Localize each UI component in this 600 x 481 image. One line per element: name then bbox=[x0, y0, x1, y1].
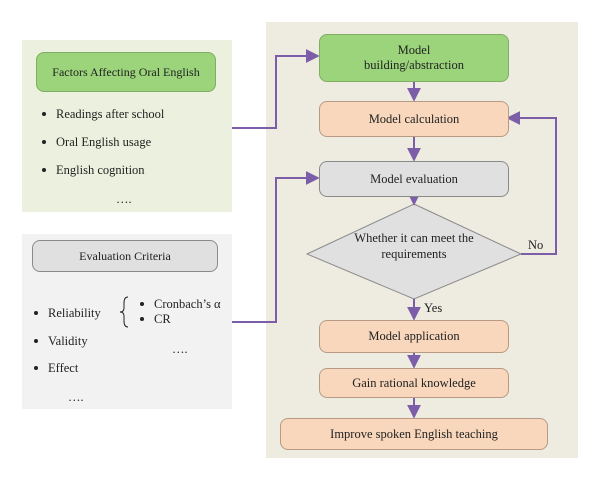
no-label: No bbox=[528, 238, 544, 252]
list-item: Oral English usage bbox=[42, 135, 151, 150]
list-item: Effect bbox=[34, 361, 78, 376]
arrow-criteria-to-evaluation bbox=[232, 171, 320, 323]
model-building-box: Model building/abstraction bbox=[319, 34, 509, 82]
bullet-icon bbox=[140, 317, 144, 322]
criteria-sub-ellipsis: …. bbox=[172, 342, 188, 356]
bullet-icon bbox=[34, 339, 38, 344]
criteria-title: Evaluation Criteria bbox=[32, 240, 218, 272]
criteria-ellipsis: …. bbox=[68, 390, 84, 404]
bullet-icon bbox=[34, 311, 38, 316]
list-item: Reliability bbox=[34, 306, 101, 321]
rational-knowledge-text: Gain rational knowledge bbox=[352, 375, 476, 390]
model-calculation-text: Model calculation bbox=[368, 111, 460, 126]
factors-ellipsis: …. bbox=[116, 192, 132, 206]
bullet-icon bbox=[42, 140, 46, 145]
model-calculation-box: Model calculation bbox=[319, 101, 509, 137]
bullet-icon bbox=[42, 168, 46, 173]
model-application-text: Model application bbox=[368, 329, 460, 343]
model-evaluation-text: Model evaluation bbox=[370, 171, 458, 186]
list-item: CR bbox=[140, 312, 171, 327]
improve-teaching-box: Improve spoken English teaching bbox=[280, 418, 548, 450]
rational-knowledge-box: Gain rational knowledge bbox=[319, 368, 509, 398]
bullet-icon bbox=[140, 302, 144, 307]
criteria-title-text: Evaluation Criteria bbox=[79, 248, 171, 263]
reliability-bracket bbox=[119, 296, 129, 328]
list-item: English cognition bbox=[42, 163, 145, 178]
factors-title: Factors Affecting Oral English bbox=[36, 52, 216, 92]
list-item: Validity bbox=[34, 334, 88, 349]
yes-label: Yes bbox=[424, 301, 443, 315]
decision-text: Whether it can meet the requirements bbox=[354, 231, 474, 261]
list-item: Readings after school bbox=[42, 107, 164, 122]
list-item: Cronbach’s α bbox=[140, 297, 221, 312]
factors-title-text: Factors Affecting Oral English bbox=[52, 65, 200, 79]
bullet-icon bbox=[34, 366, 38, 371]
model-building-text: Model building/abstraction bbox=[364, 43, 464, 72]
bullet-icon bbox=[42, 112, 46, 117]
arrow-no-loop bbox=[506, 111, 557, 255]
improve-teaching-text: Improve spoken English teaching bbox=[330, 426, 498, 441]
model-evaluation-box: Model evaluation bbox=[319, 161, 509, 197]
arrow-factors-to-building bbox=[232, 49, 320, 129]
model-application-box: Model application bbox=[319, 320, 509, 353]
